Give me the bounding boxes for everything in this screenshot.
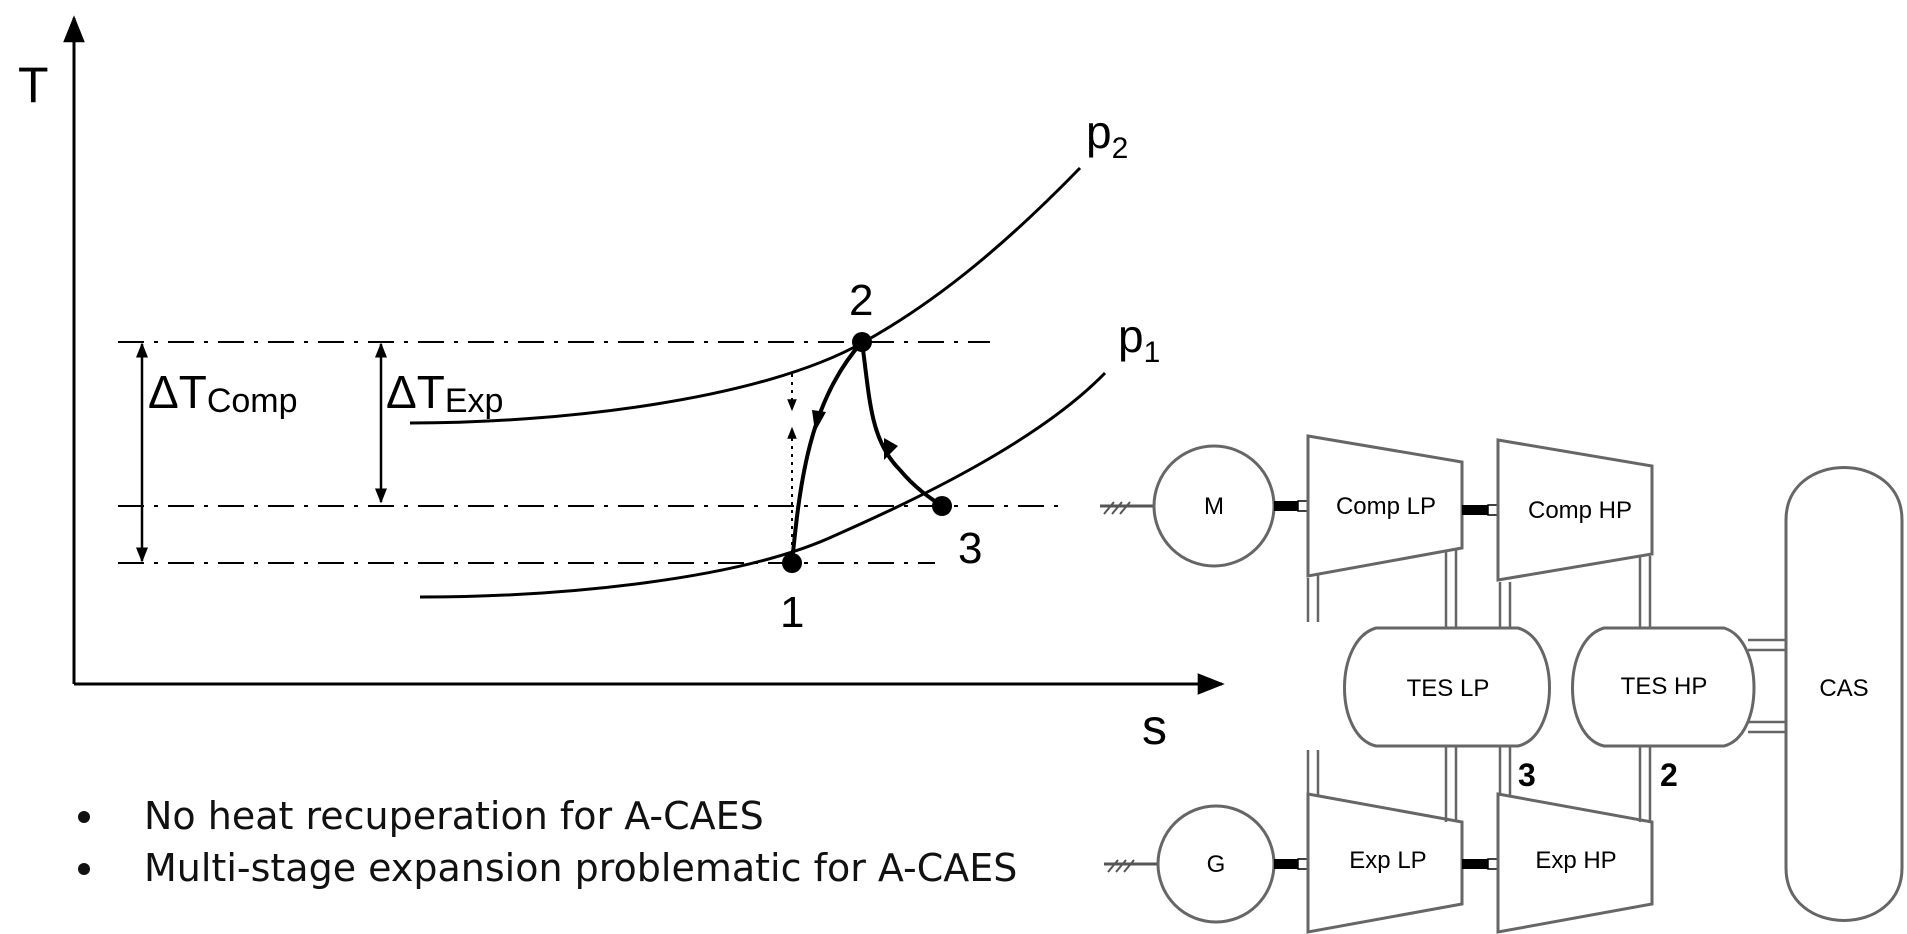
tes-lp-label: TES LP bbox=[1407, 675, 1490, 702]
reference-lines bbox=[118, 341, 1058, 564]
isobar-p2 bbox=[409, 166, 1082, 425]
exp-lp bbox=[1306, 792, 1464, 934]
expansion-arrowhead bbox=[884, 438, 898, 460]
state-point-1-label: 1 bbox=[780, 588, 804, 637]
pipe-state-3-label: 3 bbox=[1518, 757, 1536, 793]
bullet-item: No heat recuperation for A-CAES bbox=[72, 790, 1017, 842]
isobar-p2-label: p2 bbox=[1086, 106, 1128, 165]
state-point-1 bbox=[782, 553, 802, 573]
exp-hp-label: Exp HP bbox=[1535, 847, 1616, 874]
bullet-dot bbox=[78, 811, 90, 823]
compression-process bbox=[790, 340, 864, 564]
exp-hp bbox=[1496, 792, 1654, 934]
tes-lp bbox=[1343, 626, 1551, 748]
plant-schematic: M Comp LP Comp HP G Exp LP Exp HP bbox=[1100, 434, 1904, 934]
y-axis-label: T bbox=[18, 57, 49, 113]
state-point-2-label: 2 bbox=[849, 276, 873, 325]
exp-shaft bbox=[1462, 859, 1498, 869]
bullet-text: No heat recuperation for A-CAES bbox=[144, 794, 764, 838]
isobar-p1-label: p1 bbox=[1118, 310, 1160, 369]
cas bbox=[1784, 466, 1904, 922]
x-axis-label: s bbox=[1142, 699, 1167, 755]
compression-arrowhead bbox=[812, 410, 826, 432]
tes-hp bbox=[1571, 626, 1756, 748]
bullet-item: Multi-stage expansion problematic for A-… bbox=[72, 842, 1017, 894]
dt-exp-label: ΔTExp bbox=[386, 366, 503, 420]
isobar-p1 bbox=[419, 371, 1107, 599]
state-point-3-label: 3 bbox=[958, 524, 982, 573]
expansion-process bbox=[860, 341, 944, 508]
comp-shaft bbox=[1462, 505, 1498, 515]
tes-hp-label: TES HP bbox=[1621, 673, 1708, 700]
comp-hp bbox=[1496, 438, 1654, 582]
bullet-text: Multi-stage expansion problematic for A-… bbox=[144, 846, 1018, 890]
generator-coupling bbox=[1274, 859, 1308, 869]
motor-coupling bbox=[1274, 501, 1308, 511]
motor-label: M bbox=[1204, 493, 1224, 520]
motor-hatch bbox=[1103, 501, 1131, 515]
generator-label: G bbox=[1207, 851, 1226, 878]
bullet-dot bbox=[78, 863, 90, 875]
pipe-state-2-label: 2 bbox=[1660, 757, 1678, 793]
exp-lp-label: Exp LP bbox=[1349, 847, 1426, 874]
state-point-3 bbox=[932, 496, 952, 516]
comp-hp-label: Comp HP bbox=[1528, 497, 1632, 524]
dt-comp-label: ΔTComp bbox=[148, 366, 298, 420]
comp-lp bbox=[1306, 434, 1464, 578]
comp-lp-label: Comp LP bbox=[1336, 493, 1436, 520]
state-point-2 bbox=[852, 332, 872, 352]
ts-diagram: T s p2 p1 ΔTComp ΔTExp 1 2 3 bbox=[18, 15, 1225, 755]
cas-label: CAS bbox=[1819, 675, 1868, 702]
generator-hatch bbox=[1107, 859, 1135, 873]
bullet-list: No heat recuperation for A-CAES Multi-st… bbox=[72, 790, 1017, 894]
